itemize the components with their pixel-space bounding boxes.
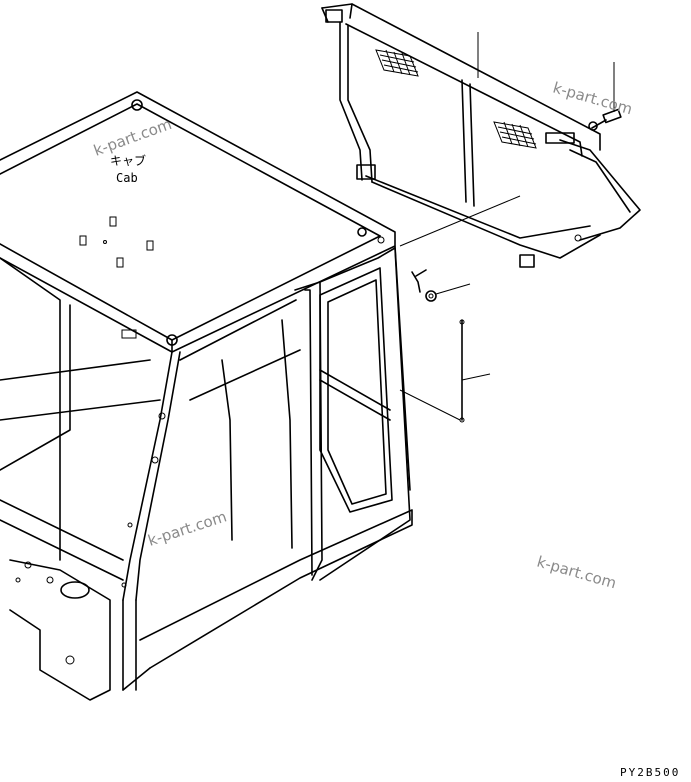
cab-label-jp: キャブ [110,153,146,168]
leader-lines [399,32,615,421]
mesh-patch-right [493,121,537,149]
cab-structure [0,245,413,701]
washer-part [425,290,437,302]
watermark-2: k-part.com [551,79,634,119]
guard-panel [321,3,641,268]
bolt-part [588,108,622,131]
pin-part [411,269,427,293]
mesh-patch-left [375,49,419,77]
rod-part [459,319,465,423]
watermark-4: k-part.com [535,553,618,593]
cab-label-en: Cab [116,171,138,185]
cab-roof [0,91,396,353]
drawing-code: PY2B500 [620,766,680,779]
watermark-3: k-part.com [146,507,229,549]
